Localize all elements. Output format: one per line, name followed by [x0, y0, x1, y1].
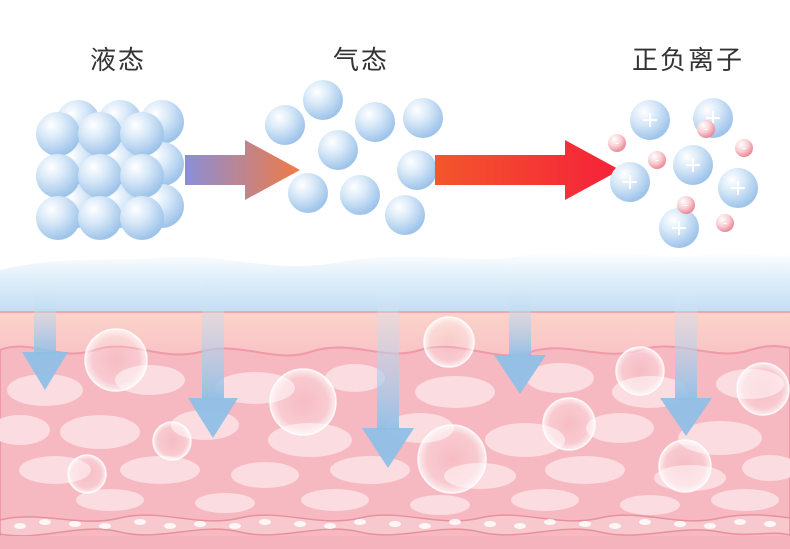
svg-text:+: + — [641, 108, 659, 133]
negative-ion: - — [648, 151, 666, 169]
ion-group: + + + + + + - — [608, 98, 758, 248]
positive-ion: + — [673, 145, 713, 185]
gas-sphere-group — [265, 80, 443, 235]
svg-text:+: + — [684, 153, 702, 178]
svg-text:+: + — [729, 176, 747, 201]
negative-ion: - — [608, 134, 626, 152]
positive-ion: + — [630, 100, 670, 140]
svg-text:+: + — [621, 170, 639, 195]
penetration-arrow — [660, 290, 712, 436]
svg-text:-: - — [704, 122, 708, 136]
liquid-sphere-cluster — [36, 100, 184, 240]
negative-ion: - — [735, 139, 753, 157]
negative-ion: - — [716, 214, 734, 232]
penetration-arrow — [22, 285, 68, 390]
svg-text:-: - — [684, 198, 688, 212]
penetration-arrow — [494, 285, 546, 394]
svg-text:-: - — [615, 136, 619, 150]
positive-ion: + — [659, 208, 699, 248]
penetration-arrow — [188, 280, 238, 438]
label-liquid: 液态 — [90, 46, 147, 76]
svg-text:+: + — [670, 216, 688, 241]
penetration-arrow — [362, 290, 414, 468]
skin-bubble-group — [67, 316, 790, 494]
svg-text:-: - — [742, 141, 746, 155]
svg-text:-: - — [655, 153, 659, 167]
label-ions: 正负离子 — [632, 46, 745, 76]
svg-text:-: - — [723, 216, 727, 230]
negative-ion: - — [677, 196, 695, 214]
negative-ion: - — [697, 120, 715, 138]
positive-ion: + — [718, 168, 758, 208]
label-gas: 气态 — [333, 46, 390, 76]
positive-ion: + — [610, 162, 650, 202]
water-layer — [0, 250, 790, 320]
arrow-gas-to-ions — [435, 140, 620, 200]
arrow-liquid-to-gas — [185, 140, 300, 200]
